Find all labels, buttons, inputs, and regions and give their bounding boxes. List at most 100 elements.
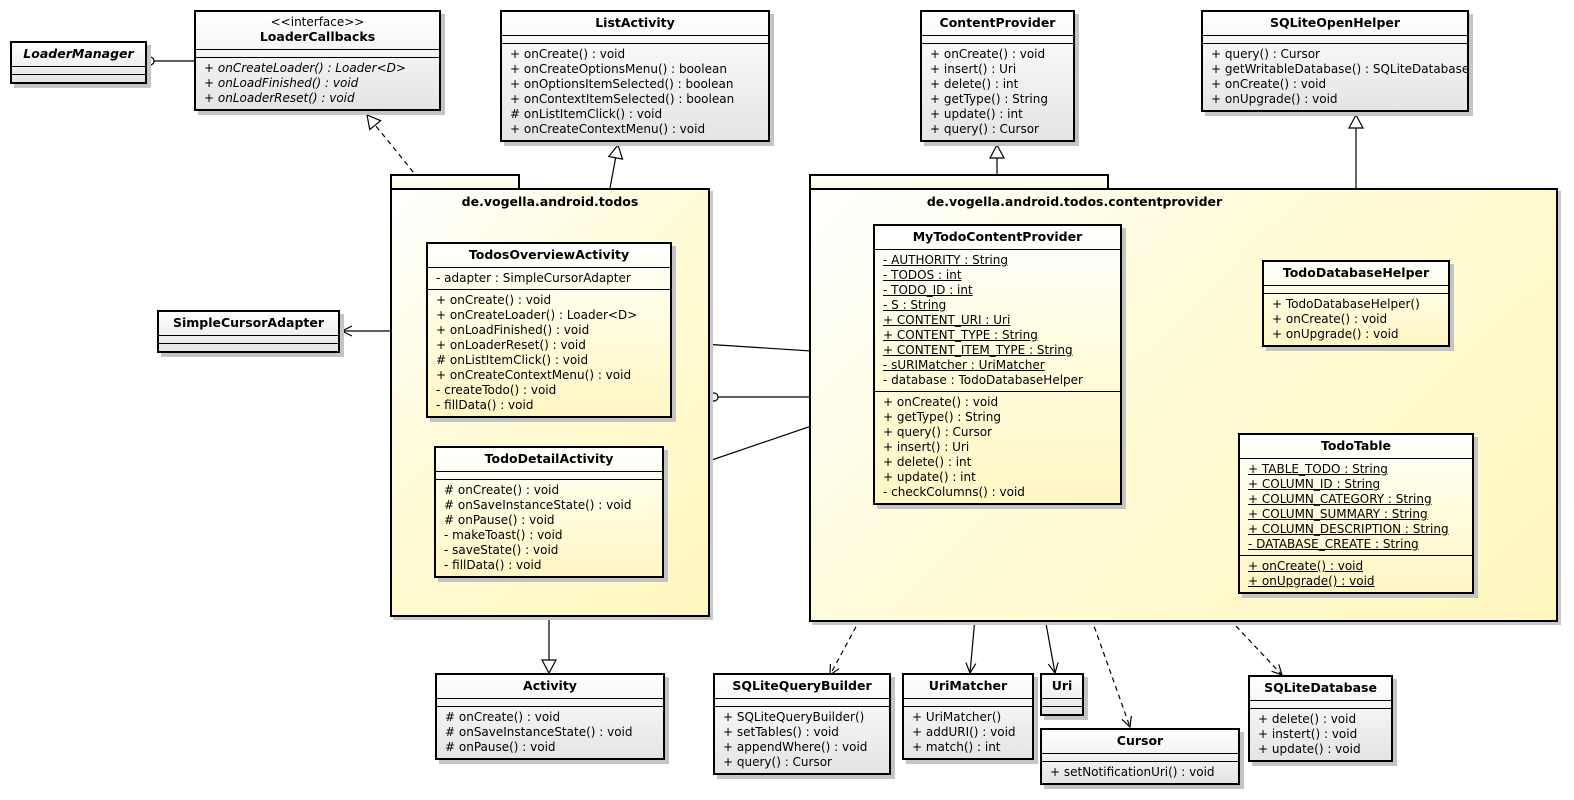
class-todosoverviewactivity[interactable]: TodosOverviewActivity - adapter : Simple… <box>426 242 672 418</box>
class-sqlitequerybuilder[interactable]: SQLiteQueryBuilder + SQLiteQueryBuilder(… <box>713 673 891 775</box>
nesting-circle-icon <box>709 392 719 402</box>
method: + instert() : void <box>1258 727 1358 741</box>
package-todos-name: de.vogella.android.todos <box>461 194 639 209</box>
class-loadermanager[interactable]: LoaderManager <box>10 41 147 84</box>
attribute: - AUTHORITY : String <box>883 253 1008 267</box>
method: + SQLiteQueryBuilder() <box>723 710 865 724</box>
method: - makeToast() : void <box>444 528 563 542</box>
class-todotable[interactable]: TodoTable + TABLE_TODO : String + COLUMN… <box>1238 433 1474 594</box>
method: + onCreateLoader() : Loader<D> <box>204 61 406 75</box>
class-mytodocontentprovider-name: MyTodoContentProvider <box>912 229 1083 244</box>
method: + onCreateContextMenu() : void <box>436 368 632 382</box>
class-contentprovider[interactable]: ContentProvider + onCreate() : void + in… <box>920 10 1075 142</box>
class-cursor[interactable]: Cursor + setNotificationUri() : void <box>1040 728 1240 785</box>
method: - saveState() : void <box>444 543 559 557</box>
method: + update() : int <box>883 470 976 484</box>
class-tododetailactivity-name: TodoDetailActivity <box>484 451 614 466</box>
method: - fillData() : void <box>444 558 542 572</box>
method: + update() : int <box>930 107 1023 121</box>
attribute: + CONTENT_ITEM_TYPE : String <box>883 343 1073 357</box>
method: + onCreate() : void <box>510 47 626 61</box>
method: + insert() : Uri <box>883 440 970 454</box>
class-mytodocontentprovider[interactable]: MyTodoContentProvider - AUTHORITY : Stri… <box>873 224 1122 505</box>
attribute: - sURIMatcher : UriMatcher <box>883 358 1045 372</box>
nesting-circle-icon <box>145 56 155 66</box>
class-simplecursoradapter[interactable]: SimpleCursorAdapter <box>157 310 340 353</box>
method: + onCreateContextMenu() : void <box>510 122 706 136</box>
class-listactivity-name: ListActivity <box>595 15 675 30</box>
method: + onCreate() : void <box>883 395 999 409</box>
class-loadercallbacks-stereotype: <<interface>> <box>270 15 365 29</box>
attribute: + COLUMN_DESCRIPTION : String <box>1248 522 1449 536</box>
class-sqliteopenhelper-name: SQLiteOpenHelper <box>1269 15 1401 30</box>
class-sqlitedatabase[interactable]: SQLiteDatabase + delete() : void + inste… <box>1248 675 1393 762</box>
method: + onCreateOptionsMenu() : boolean <box>510 62 727 76</box>
class-sqliteopenhelper[interactable]: SQLiteOpenHelper + query() : Cursor + ge… <box>1201 10 1469 112</box>
class-uri[interactable]: Uri <box>1040 673 1084 716</box>
class-todotable-name: TodoTable <box>1320 438 1392 453</box>
attribute: - database : TodoDatabaseHelper <box>883 373 1083 387</box>
method: + onCreate() : void <box>1248 559 1364 573</box>
method: + onContextItemSelected() : boolean <box>510 92 735 106</box>
method: + match() : int <box>912 740 1001 754</box>
method: # onListItemClick() : void <box>510 107 663 121</box>
method: # onListItemClick() : void <box>436 353 589 367</box>
package-contentprovider-name: de.vogella.android.todos.contentprovider <box>926 194 1223 209</box>
method: + onCreate() : void <box>436 293 552 307</box>
class-loadermanager-name: LoaderManager <box>23 46 134 61</box>
class-cursor-name: Cursor <box>1116 733 1164 748</box>
class-tododetailactivity[interactable]: TodoDetailActivity # onCreate() : void #… <box>434 446 664 578</box>
method: + getType() : String <box>930 92 1048 106</box>
method: + getType() : String <box>883 410 1001 424</box>
method: + onCreateLoader() : Loader<D> <box>436 308 638 322</box>
method: + addURI() : void <box>912 725 1016 739</box>
class-sqlitequerybuilder-name: SQLiteQueryBuilder <box>732 678 872 693</box>
method: + getWritableDatabase() : SQLiteDatabase <box>1211 62 1470 76</box>
method: # onPause() : void <box>444 513 555 527</box>
class-activity[interactable]: Activity # onCreate() : void # onSaveIns… <box>435 673 665 760</box>
method: + query() : Cursor <box>723 755 832 769</box>
method: + query() : Cursor <box>1211 47 1320 61</box>
attribute: - TODOS : int <box>883 268 962 282</box>
method: + UriMatcher() <box>912 710 1002 724</box>
class-urimatcher-name: UriMatcher <box>928 678 1008 693</box>
method: + setNotificationUri() : void <box>1050 765 1215 779</box>
method: - checkColumns() : void <box>883 485 1025 499</box>
class-loadercallbacks-name: LoaderCallbacks <box>259 29 376 44</box>
method: + onCreate() : void <box>1272 312 1388 326</box>
method: + delete() : int <box>930 77 1019 91</box>
class-sqlitedatabase-name: SQLiteDatabase <box>1264 680 1377 695</box>
attribute: + CONTENT_URI : Uri <box>883 313 1011 327</box>
attribute: + COLUMN_CATEGORY : String <box>1248 492 1432 506</box>
method: + onLoadFinished() : void <box>204 76 359 90</box>
attribute: + CONTENT_TYPE : String <box>883 328 1038 342</box>
method: + delete() : void <box>1258 712 1357 726</box>
method: + appendWhere() : void <box>723 740 868 754</box>
attribute: - TODO_ID : int <box>883 283 973 297</box>
class-tododatabasehelper[interactable]: TodoDatabaseHelper + TodoDatabaseHelper(… <box>1262 260 1450 347</box>
class-urimatcher[interactable]: UriMatcher + UriMatcher() + addURI() : v… <box>902 673 1034 760</box>
method: + onUpgrade() : void <box>1211 92 1338 106</box>
method: - fillData() : void <box>436 398 534 412</box>
method: # onCreate() : void <box>445 710 561 724</box>
method: + setTables() : void <box>723 725 839 739</box>
method: + update() : void <box>1258 742 1361 756</box>
method: + insert() : Uri <box>930 62 1017 76</box>
method: # onCreate() : void <box>444 483 560 497</box>
method: + onLoaderReset() : void <box>204 91 355 105</box>
attribute: + COLUMN_SUMMARY : String <box>1248 507 1428 521</box>
method: + onUpgrade() : void <box>1248 574 1375 588</box>
method: # onSaveInstanceState() : void <box>444 498 632 512</box>
attribute: + COLUMN_ID : String <box>1248 477 1381 491</box>
method: + onCreate() : void <box>930 47 1046 61</box>
method: # onSaveInstanceState() : void <box>445 725 633 739</box>
class-simplecursoradapter-name: SimpleCursorAdapter <box>172 315 325 330</box>
class-loadercallbacks[interactable]: <<interface>> LoaderCallbacks + onCreate… <box>194 10 441 111</box>
class-tododatabasehelper-name: TodoDatabaseHelper <box>1282 265 1430 280</box>
method: + onLoaderReset() : void <box>436 338 586 352</box>
class-contentprovider-name: ContentProvider <box>939 15 1056 30</box>
method: + onOptionsItemSelected() : boolean <box>510 77 734 91</box>
method: + onLoadFinished() : void <box>436 323 590 337</box>
class-uri-name: Uri <box>1051 678 1073 693</box>
class-listactivity[interactable]: ListActivity + onCreate() : void + onCre… <box>500 10 770 142</box>
